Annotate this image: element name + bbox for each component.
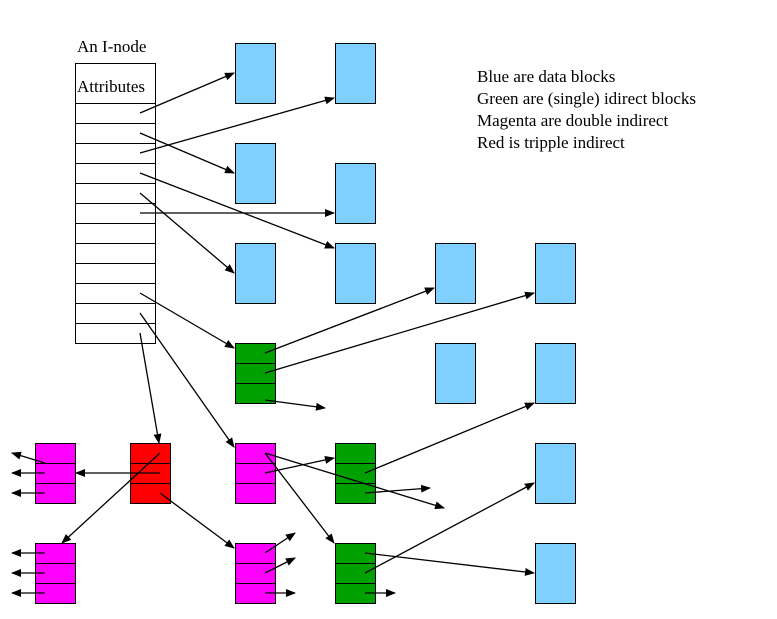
pointer-arrow	[364, 552, 535, 576]
pointer-arrow	[11, 451, 46, 464]
blocks	[35, 43, 576, 604]
pointer-arrow	[264, 399, 326, 411]
legend-item-red: Red is tripple indirect	[477, 133, 625, 152]
pointer-arrow	[264, 456, 335, 474]
double-indirect-block-m1	[235, 443, 276, 504]
inode-table	[75, 63, 156, 344]
double-indirect-block-m2	[235, 543, 276, 604]
inode-title: An I-node	[77, 37, 147, 56]
data-block-d9	[435, 343, 476, 404]
data-block-d2	[335, 43, 376, 104]
data-block-d8	[535, 243, 576, 304]
data-block-d1	[235, 43, 276, 104]
pointer-arrow	[364, 484, 431, 494]
pointer-arrows	[11, 72, 535, 597]
pointer-arrow	[139, 132, 235, 174]
data-block-d4	[335, 163, 376, 224]
legend-item-magenta: Magenta are double indirect	[477, 111, 669, 130]
pointer-arrow	[139, 192, 235, 274]
pointer-arrow	[264, 291, 535, 374]
single-indirect-block-g3	[335, 543, 376, 604]
pointer-arrow	[61, 452, 161, 544]
data-block-d3	[235, 143, 276, 204]
pointer-arrow	[139, 332, 162, 444]
legend-item-blue: Blue are data blocks	[477, 67, 616, 86]
pointer-arrow	[264, 452, 335, 544]
pointer-arrow	[264, 557, 296, 574]
pointer-arrow	[139, 96, 335, 154]
data-block-d12	[535, 543, 576, 604]
pointer-arrow	[264, 287, 435, 354]
data-block-d7	[435, 243, 476, 304]
pointer-arrow	[139, 312, 235, 448]
data-block-d11	[535, 443, 576, 504]
pointer-arrow	[264, 452, 445, 510]
pointer-arrow	[364, 482, 535, 574]
legend: Blue are data blocks Green are (single) …	[477, 66, 696, 154]
data-block-d10	[535, 343, 576, 404]
pointer-arrow	[139, 172, 335, 249]
pointer-arrow	[364, 402, 535, 474]
inode-attributes-label: Attributes	[77, 77, 145, 96]
pointer-arrow	[139, 292, 235, 349]
data-block-d6	[335, 243, 376, 304]
single-indirect-block-g1	[235, 343, 276, 404]
pointer-arrow	[159, 492, 235, 549]
pointer-arrow	[264, 532, 296, 554]
pointer-arrow	[139, 72, 235, 114]
single-indirect-block-g2	[335, 443, 376, 504]
data-block-d5	[235, 243, 276, 304]
legend-item-green: Green are (single) idirect blocks	[477, 89, 697, 108]
